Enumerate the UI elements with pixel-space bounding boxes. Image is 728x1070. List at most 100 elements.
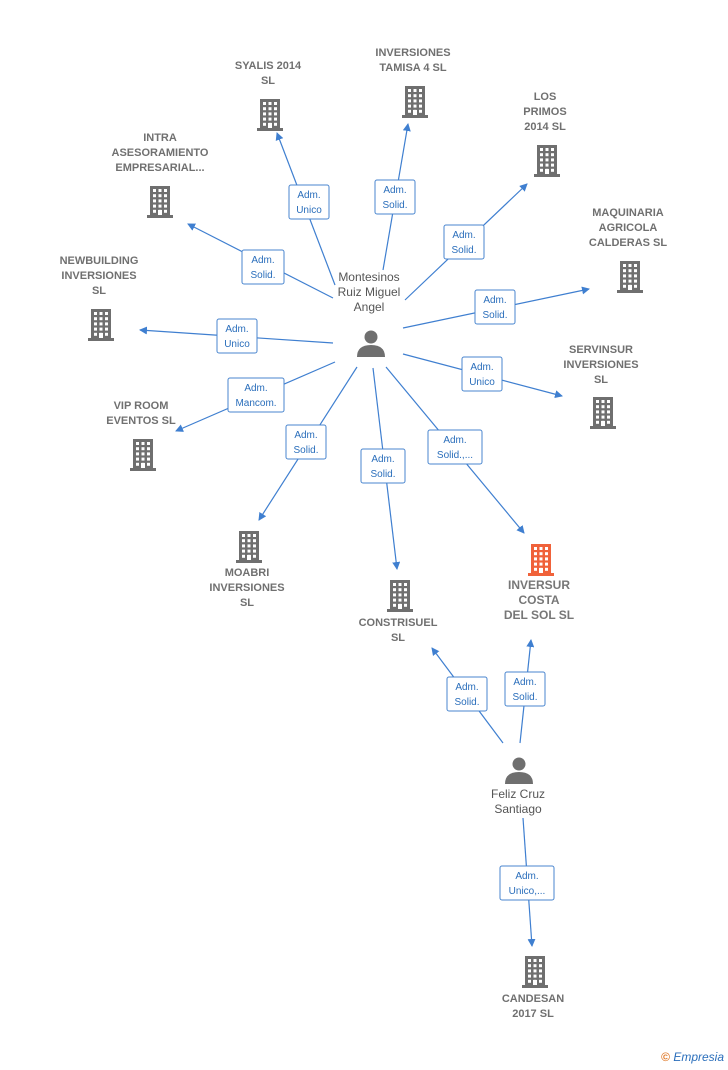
company-label: TAMISA 4 SL [379, 62, 447, 74]
company-label: AGRICOLA [599, 222, 658, 234]
edge-label-line: Unico [224, 339, 250, 350]
company-label: EMPRESARIAL... [115, 162, 204, 174]
edge-label-feliz-candesan[interactable]: Adm.Unico,... [499, 865, 555, 901]
edge-label-montesinos-moabri[interactable]: Adm. Solid. [285, 424, 327, 460]
edge-label-box [227, 377, 285, 413]
edge-label-montesinos-syalis[interactable]: Adm.Unico [288, 184, 330, 220]
edge-label-montesinos-inversur[interactable]: Adm. Solid.,... [427, 429, 483, 465]
building-icon [387, 580, 413, 612]
company-node-intra[interactable]: INTRAASESORAMIENTOEMPRESARIAL... [112, 132, 209, 218]
company-label: CANDESAN [502, 993, 564, 1005]
company-label: EVENTOS SL [106, 415, 176, 427]
edge-label-line: Adm. [294, 430, 317, 441]
edge-label-montesinos-construisuel[interactable]: Adm.Solid. [360, 448, 406, 484]
edge-label-line: Solid. [451, 245, 476, 256]
building-icon [617, 261, 643, 293]
edge-label-box [427, 429, 483, 465]
edge-label-box [461, 356, 503, 392]
building-icon [257, 99, 283, 131]
company-label: LOS [534, 91, 557, 103]
company-label: INVERSIONES [375, 47, 450, 59]
edge-label-montesinos-newbuilding[interactable]: Adm. Unico [216, 318, 258, 354]
edge-label-line: Mancom. [235, 398, 276, 409]
brand-name: Empresia [673, 1050, 724, 1064]
edge-label-line: Adm. [443, 435, 466, 446]
edge-label-line: Adm. [483, 295, 506, 306]
copyright-icon: © [661, 1050, 670, 1064]
company-label: INVERSIONES [209, 582, 284, 594]
edge-label-line: Adm. [244, 383, 267, 394]
person-label: Feliz Cruz [491, 787, 545, 801]
person-label: Montesinos [338, 270, 399, 284]
edge-label-line: Adm. [515, 871, 538, 882]
edge-label-line: Adm. [225, 324, 248, 335]
company-label: INTRA [143, 132, 177, 144]
edge-label-line: Solid. [293, 445, 318, 456]
edge-label-montesinos-viproom[interactable]: Adm. Mancom. [227, 377, 285, 413]
person-label: Ruiz Miguel [338, 285, 401, 299]
building-icon [534, 145, 560, 177]
company-label: COSTA [518, 593, 559, 607]
edge-label-line: Solid. [482, 310, 507, 321]
building-icon [528, 544, 554, 576]
edge-label-box [374, 179, 416, 215]
building-icon [402, 86, 428, 118]
edge-label-montesinos-servinsur[interactable]: Adm. Unico [461, 356, 503, 392]
edge-label-box [474, 289, 516, 325]
company-label: SL [594, 374, 608, 386]
edge-label-box [241, 249, 285, 285]
edge-label-montesinos-intra[interactable]: Adm.Solid. [241, 249, 285, 285]
edge-label-line: Adm. [455, 682, 478, 693]
company-node-servinsur[interactable]: SERVINSUR INVERSIONES SL [563, 344, 639, 429]
company-label: SYALIS 2014 [235, 60, 302, 72]
edge-label-line: Unico [469, 377, 495, 388]
company-label: SL [261, 75, 275, 87]
company-node-candesan[interactable]: CANDESAN 2017 SL [502, 956, 564, 1020]
edge-label-box [360, 448, 406, 484]
company-label: SERVINSUR [569, 344, 633, 356]
company-label: SL [240, 597, 254, 609]
company-label: 2017 SL [512, 1008, 554, 1020]
edge-label-line: Adm. [383, 185, 406, 196]
brand-logo[interactable]: © Empresia [661, 1050, 724, 1064]
edge-label-montesinos-maquinaria[interactable]: Adm. Solid. [474, 289, 516, 325]
edge-label-box [504, 671, 546, 707]
edge-label-montesinos-losprimos[interactable]: Adm. Solid. [443, 224, 485, 260]
edge-label-feliz-construisuel[interactable]: Adm.Solid. [446, 676, 488, 712]
person-icon [505, 757, 533, 784]
company-label: INVERSIONES [61, 270, 136, 282]
edge-label-line: Adm. [297, 190, 320, 201]
edge-label-line: Adm. [470, 362, 493, 373]
building-icon [147, 186, 173, 218]
edge-label-line: Adm. [452, 230, 475, 241]
company-label: NEWBUILDING [60, 255, 139, 267]
company-node-newbuilding[interactable]: NEWBUILDING INVERSIONES SL [60, 255, 139, 341]
edge-label-line: Adm. [371, 454, 394, 465]
edge-label-montesinos-tamisa[interactable]: Adm.Solid. [374, 179, 416, 215]
company-label: INVERSUR [508, 578, 570, 592]
edge-label-line: Solid. [512, 692, 537, 703]
edge-label-feliz-inversur[interactable]: Adm.Solid. [504, 671, 546, 707]
person-label: Angel [354, 300, 385, 314]
company-node-moabri[interactable]: MOABRI INVERSIONES SL [209, 531, 285, 609]
company-node-tamisa[interactable]: INVERSIONES TAMISA 4 SL [375, 47, 451, 118]
company-label: INVERSIONES [563, 359, 638, 371]
edge-label-box [443, 224, 485, 260]
building-icon [130, 439, 156, 471]
company-label: MOABRI [225, 567, 270, 579]
edge-label-box [285, 424, 327, 460]
company-label: CALDERAS SL [589, 237, 668, 249]
company-label: DEL SOL SL [504, 608, 574, 622]
person-icon [357, 330, 385, 357]
edge-label-line: Solid.,... [437, 450, 473, 461]
company-label: SL [92, 285, 106, 297]
